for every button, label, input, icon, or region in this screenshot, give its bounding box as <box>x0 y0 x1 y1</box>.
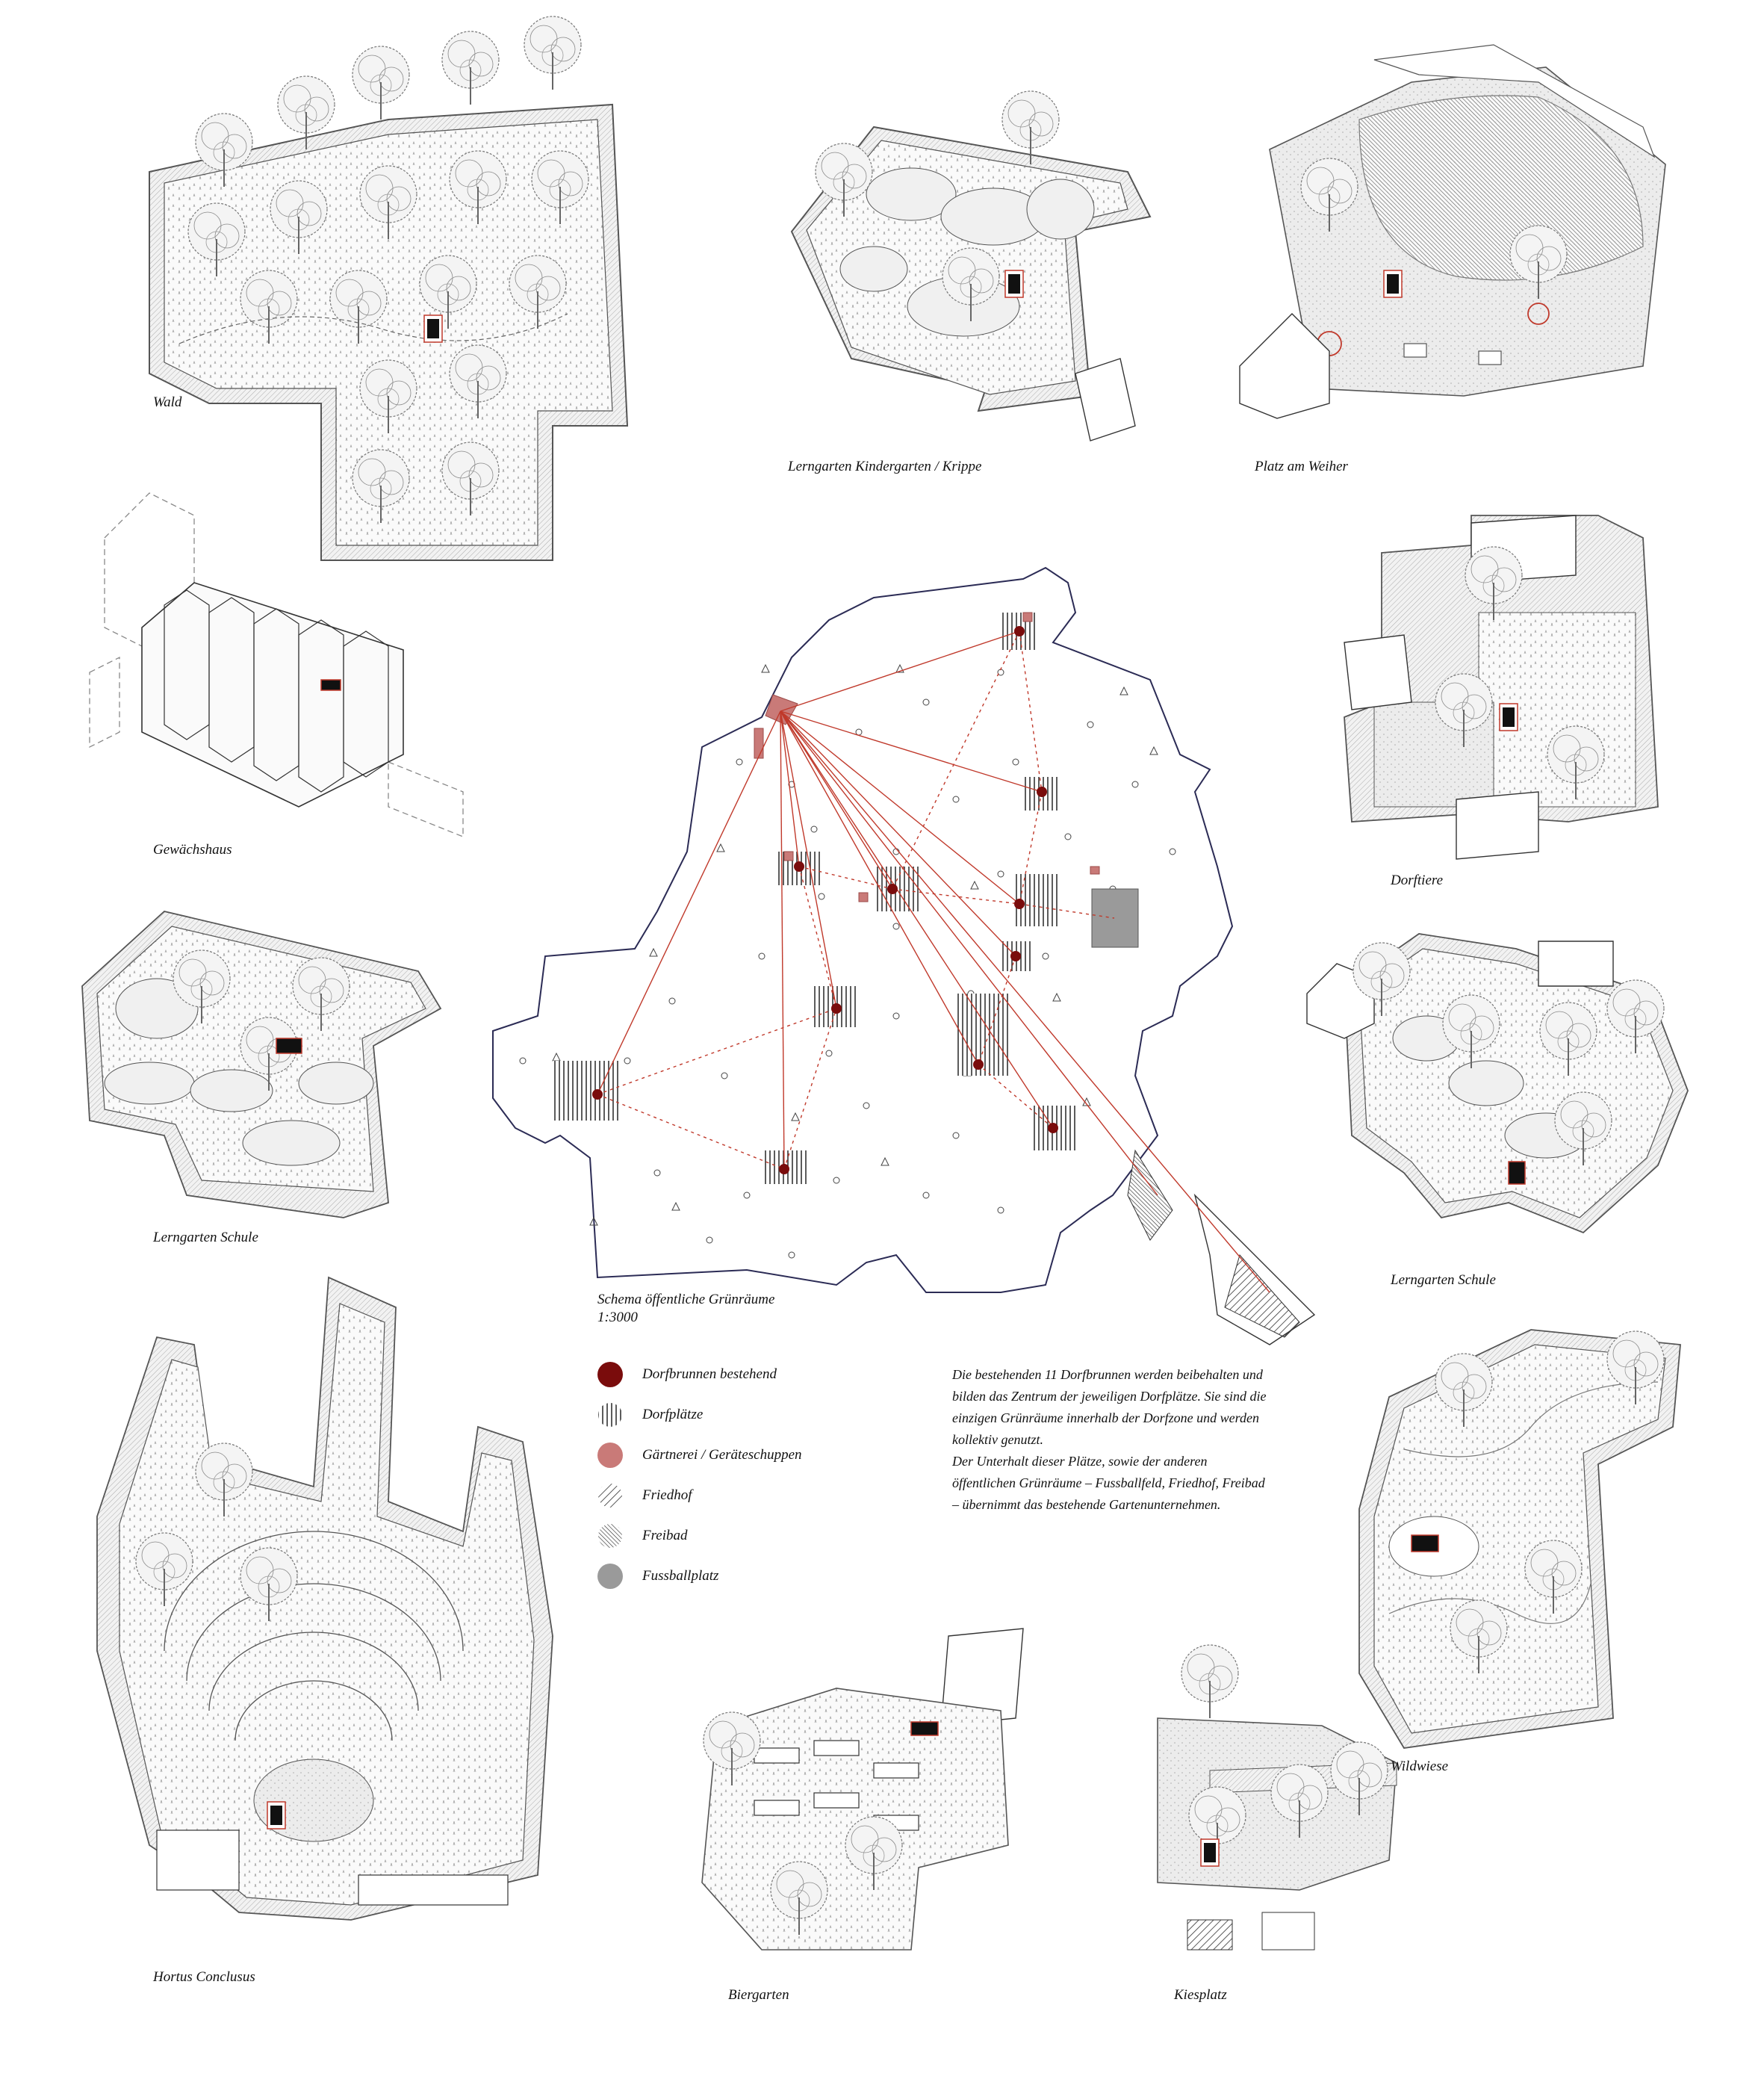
caption-hortus-conclusus: Hortus Conclusus <box>153 1969 255 1985</box>
friedhof-area <box>1224 1254 1300 1338</box>
vignette-lerngarten-schule-right <box>1299 904 1695 1262</box>
legend-item-fussballplatz: Fussballplatz <box>597 1564 866 1593</box>
shed-symbol <box>597 1443 623 1468</box>
vignette-dorftiere <box>1329 493 1673 867</box>
caption-kiesplatz: Kiesplatz <box>1174 1987 1227 2003</box>
caption-biergarten: Biergarten <box>728 1987 789 2003</box>
caption-dorftiere: Dorftiere <box>1391 873 1444 888</box>
fussballplatz-area <box>1091 888 1139 948</box>
vignette-wald <box>134 15 642 598</box>
legend-item-dorfplaetze: Dorfplätze <box>597 1402 866 1432</box>
caption-lerngarten-schule-left: Lerngarten Schule <box>153 1230 258 1245</box>
fountain-network <box>597 630 1115 1170</box>
vignette-lerngarten-kita <box>777 60 1165 448</box>
legend-label: Fussballplatz <box>642 1568 719 1584</box>
legend-item-friedhof: Friedhof <box>597 1483 866 1513</box>
vignette-biergarten <box>687 1621 1031 1965</box>
dorfplaetze <box>553 613 1075 1184</box>
scheme-scale: 1:3000 <box>597 1310 638 1325</box>
caption-wildwiese: Wildwiese <box>1391 1759 1449 1774</box>
freibad-area <box>1127 1149 1173 1241</box>
scheme-map <box>478 538 1344 1367</box>
tree-marks <box>519 669 1176 1259</box>
vignette-lerngarten-schule-left <box>75 896 448 1240</box>
scheme-title: Schema öffentliche Grünräume 1:3000 <box>597 1291 774 1327</box>
scheme-title-text: Schema öffentliche Grünräume <box>597 1292 775 1307</box>
legend-item-dorfbrunnen: Dorfbrunnen bestehend <box>597 1362 866 1392</box>
vertical-hatch-symbol <box>598 1403 622 1427</box>
vignette-platz-am-weiher <box>1225 30 1673 433</box>
legend-label: Friedhof <box>642 1487 692 1503</box>
vignette-hortus-conclusus <box>75 1262 568 1950</box>
fountain-symbol <box>597 1362 623 1387</box>
connection-lines <box>597 630 1270 1293</box>
grey-circle-symbol <box>597 1564 623 1589</box>
vignette-gewaechshaus <box>75 478 493 852</box>
caption-lerngarten-schule-right: Lerngarten Schule <box>1391 1272 1496 1288</box>
description-paragraph-1: Die bestehenden 11 Dorfbrunnen werden be… <box>952 1367 1267 1447</box>
caption-lerngarten-kita: Lerngarten Kindergarten / Krippe <box>788 459 982 474</box>
legend-label: Dorfbrunnen bestehend <box>642 1366 777 1382</box>
caption-wald: Wald <box>153 394 182 410</box>
legend-item-freibad: Freibad <box>597 1523 866 1553</box>
legend-label: Dorfplätze <box>642 1407 704 1422</box>
legend-label: Gärtnerei / Geräteschuppen <box>642 1447 802 1463</box>
description-paragraph-2: Der Unterhalt dieser Plätze, sowie der a… <box>952 1454 1265 1512</box>
legend-label: Freibad <box>642 1528 688 1543</box>
caption-gewaechshaus: Gewächshaus <box>153 842 232 858</box>
gaertnerei-sheds <box>754 612 1100 902</box>
vignette-kiesplatz <box>1113 1614 1411 1965</box>
dense-hatch-symbol <box>598 1524 622 1548</box>
description: Die bestehenden 11 Dorfbrunnen werden be… <box>952 1364 1273 1516</box>
legend-item-gaertnerei: Gärtnerei / Geräteschuppen <box>597 1443 866 1472</box>
vignette-wildwiese <box>1344 1300 1688 1763</box>
caption-platz-am-weiher: Platz am Weiher <box>1255 459 1348 474</box>
dorfbrunnen <box>592 626 1058 1174</box>
diagonal-hatch-symbol <box>598 1484 622 1508</box>
